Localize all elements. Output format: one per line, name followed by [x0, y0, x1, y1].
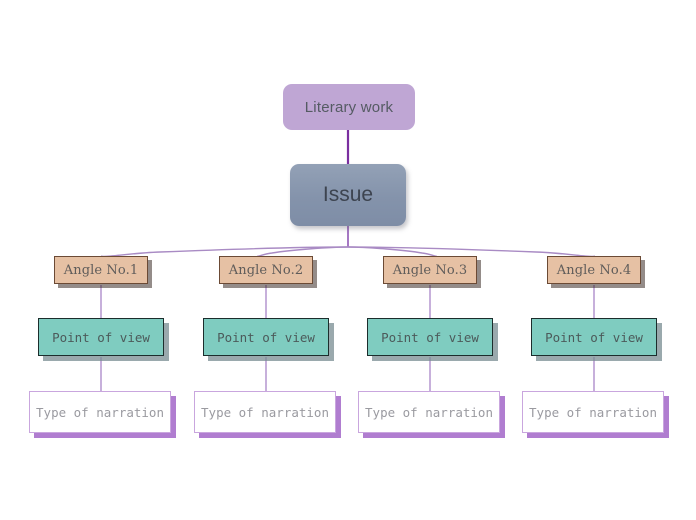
node-angle-3[interactable]: Angle No.3: [383, 256, 477, 284]
node-angle-4[interactable]: Angle No.4: [547, 256, 641, 284]
node-issue[interactable]: Issue: [290, 164, 406, 226]
node-type-of-narration-1[interactable]: Type of narration: [29, 391, 171, 433]
node-angle-2[interactable]: Angle No.2: [219, 256, 313, 284]
node-point-of-view-4[interactable]: Point of view: [531, 318, 657, 356]
node-point-of-view-2[interactable]: Point of view: [203, 318, 329, 356]
node-point-of-view-3[interactable]: Point of view: [367, 318, 493, 356]
connector-fan-3: [347, 246, 438, 257]
connector-fan-2: [256, 246, 349, 257]
node-type-of-narration-4[interactable]: Type of narration: [522, 391, 664, 433]
node-type-of-narration-3[interactable]: Type of narration: [358, 391, 500, 433]
node-literary-work[interactable]: Literary work: [283, 84, 415, 130]
node-point-of-view-1[interactable]: Point of view: [38, 318, 164, 356]
node-type-of-narration-2[interactable]: Type of narration: [194, 391, 336, 433]
node-angle-1[interactable]: Angle No.1: [54, 256, 148, 284]
